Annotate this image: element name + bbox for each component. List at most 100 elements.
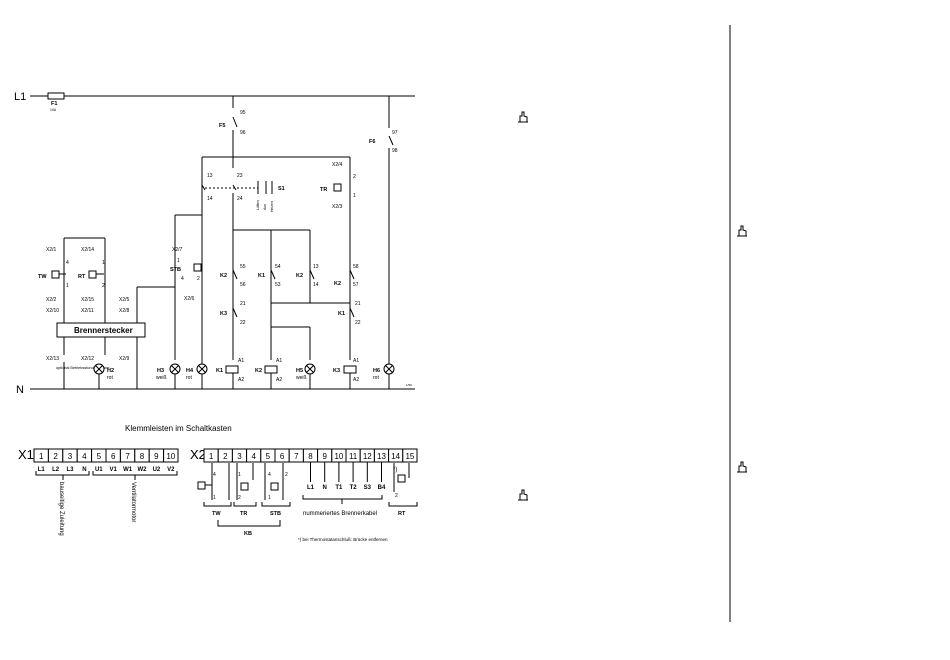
x1-terminal-number: 10 [166,452,175,461]
pencil-icon [737,461,747,473]
x2-terminal-number: 11 [349,452,358,461]
pin-label: 13 [207,173,213,179]
h5-color: weiß [296,375,307,381]
x1-terminal-label: V1 [110,467,118,473]
tr-bracket [233,502,257,507]
x2-footnote: *) bei Thermostatanschluß: Brücke entfer… [298,537,388,542]
pin-label: 14 [207,196,213,202]
x1-terminal-number: 8 [140,452,145,461]
pin-label: 22 [240,320,246,326]
x2-terminal-number: 6 [280,452,285,461]
x2-terminal-number: 10 [334,452,343,461]
x2-terminal-number: 12 [363,452,372,461]
pin-label: A1 [238,358,244,364]
lamp-h4 [196,363,208,375]
x2-terminal-label: T2 [350,485,358,491]
h4-color: rot [186,375,192,381]
k1-contact [349,307,355,318]
pin-label: 1 [238,472,241,478]
coil-k1 [225,365,239,374]
tr-thermostat-symbol [240,482,249,491]
x2-terminal-number: 4 [251,452,256,461]
x1-terminal-number: 6 [111,452,116,461]
h3-label: H3 [157,368,164,374]
stb-bracket [261,502,291,507]
k3-contact [232,307,238,318]
pin-label: 14 [313,282,319,288]
k1-label: K1 [338,311,345,317]
x2-group-tw: TW [212,511,221,517]
pin-label: 21 [240,301,246,307]
neutral-rail-label: N [16,384,24,396]
x2-terminal-number: 3 [237,452,242,461]
brennerstecker-plug [56,322,146,338]
pin-label: A2 [353,377,359,383]
x1-terminal-number: 9 [154,452,159,461]
k2-contact [232,269,238,280]
x1-terminal-cell [163,448,179,463]
pin-label: 53 [275,282,281,288]
terminal-label: X2/9 [119,356,130,362]
x2-terminal-label: B4 [378,485,386,491]
rt-label: RT [78,274,86,280]
x1-terminal-number: 3 [68,452,73,461]
terminal-label: X2/14 [81,247,94,253]
pin-label: 23 [237,173,243,179]
terminal-label: X2/4 [332,162,343,168]
pin-label: 24 [237,196,243,202]
x1-terminal-label: U1 [95,467,103,473]
lamp-h3 [169,363,181,375]
pin-label: 58 [353,264,359,270]
x2-terminal-number: 13 [377,452,386,461]
k2-label: K2 [296,273,303,279]
x1-label: X1 [18,447,34,462]
pin-label: 4 [181,276,184,282]
pin-label: 2 [238,495,241,501]
rt-thermostat-symbol [397,474,406,483]
x1-group-left: bauseitige Zuleitung [58,482,64,536]
pin-label: 55 [240,264,246,270]
kb-bracket [217,520,281,527]
terminal-label: X2/8 [119,308,130,314]
x2-terminal-label: N [323,485,327,491]
x2-group-kb: KB [244,531,252,537]
x1-terminal-label: N [82,467,86,473]
x2-label: X2 [190,447,206,462]
x1-terminal-label: L2 [52,467,60,473]
tr-thermostat-symbol [333,183,342,192]
h4-label: H4 [186,368,194,374]
pin-label: A1 [353,358,359,364]
pin-label: A2 [238,377,244,383]
h6-color: rot [373,375,379,381]
s1-contact [201,184,206,191]
x2-group-tr: TR [240,511,247,517]
x1-terminal-label: U2 [153,467,161,473]
x1-terminal-number: 5 [97,452,102,461]
pin-label: 2 [285,472,288,478]
terminal-label: X2/13 [46,356,59,362]
stb-limiter-symbol [193,263,202,272]
terminal-label: X2/1 [46,247,57,253]
terminal-label: X2/10 [46,308,59,314]
fuse-f1 [47,92,65,100]
x2-terminal-number: 2 [223,452,228,461]
tw-thermostat-symbol [51,270,60,279]
terminal-label: X2/11 [81,308,94,314]
x2-star-note: *) [393,467,397,473]
x1-terminal-label: L3 [66,467,74,473]
h5-label: H5 [296,368,303,374]
k1-coil-label: K1 [216,368,223,374]
pin-label: 54 [275,264,281,270]
pencil-icon [518,489,528,501]
x1-group-right: Ventilatormotor [130,482,136,522]
pin-label: 1 [268,495,271,501]
terminal-label: X2/3 [332,204,343,210]
pin-label: 4 [213,472,216,478]
k2-coil-label: K2 [255,368,262,374]
pin-label: 1 [177,258,180,264]
fuse-f1-label: F1 [51,101,57,107]
